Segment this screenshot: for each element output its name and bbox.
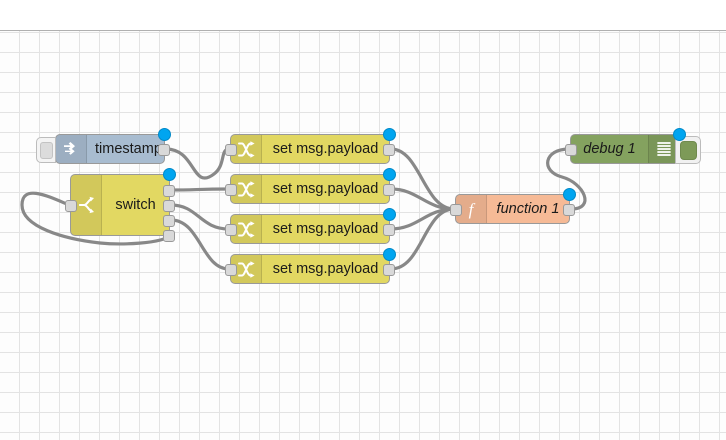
node-change-3[interactable]: set msg.payload [225, 208, 396, 244]
function-input-port[interactable] [450, 204, 462, 216]
change-3-status-dot [383, 208, 396, 221]
change-2-input-port[interactable] [225, 184, 237, 196]
switch-output-port-3[interactable] [163, 215, 175, 227]
function-status-dot [563, 188, 576, 201]
editor-header-bar [0, 0, 726, 31]
change-4-input-port[interactable] [225, 264, 237, 276]
debug-node-label: debug 1 [583, 141, 636, 157]
node-change-1[interactable]: set msg.payload [225, 128, 396, 164]
debug-input-port[interactable] [565, 144, 577, 156]
inject-trigger-button[interactable] [36, 137, 56, 163]
flow-canvas[interactable]: timestamp switch [0, 31, 726, 440]
switch-output-port-4[interactable] [163, 230, 175, 242]
change-3-output-port[interactable] [383, 224, 395, 236]
wire-switch-out1-to-change2 [169, 187, 231, 192]
inject-button-knob [39, 141, 53, 159]
inject-status-dot [158, 128, 171, 141]
change-3-input-port[interactable] [225, 224, 237, 236]
function-node-label: function 1 [496, 201, 560, 217]
wire-switch-out2-to-change3 [169, 203, 231, 231]
switch-node-label: switch [115, 197, 156, 213]
inject-arrow-icon [56, 135, 87, 163]
change-1-output-port[interactable] [383, 144, 395, 156]
switch-output-port-2[interactable] [163, 200, 175, 212]
debug-status-dot [673, 128, 686, 141]
node-inject-timestamp[interactable]: timestamp [36, 128, 171, 164]
change-4-status-dot [383, 248, 396, 261]
wire-change4-to-function [389, 207, 456, 271]
switch-status-dot [163, 168, 176, 181]
svg-text:f: f [469, 200, 476, 219]
node-switch[interactable]: switch [65, 168, 176, 242]
switch-input-port[interactable] [65, 200, 77, 212]
inject-output-port[interactable] [158, 144, 170, 156]
change-1-status-dot [383, 128, 396, 141]
change-1-input-port[interactable] [225, 144, 237, 156]
inject-node-label: timestamp [95, 141, 162, 157]
change-2-status-dot [383, 168, 396, 181]
change-node-label: set msg.payload [272, 181, 379, 197]
change-node-label: set msg.payload [272, 221, 379, 237]
wire-change3-to-function [389, 207, 456, 231]
wire-change1-to-function [389, 147, 456, 211]
node-change-2[interactable]: set msg.payload [225, 168, 396, 204]
change-4-output-port[interactable] [383, 264, 395, 276]
wire-change2-to-function [389, 187, 456, 211]
change-node-label: set msg.payload [272, 261, 379, 277]
node-function-1[interactable]: f function 1 [450, 188, 576, 224]
node-debug-1[interactable]: debug 1 [565, 128, 701, 164]
change-node-label: set msg.payload [272, 141, 379, 157]
node-change-4[interactable]: set msg.payload [225, 248, 396, 284]
function-output-port[interactable] [563, 204, 575, 216]
debug-lines-icon [648, 135, 679, 163]
wire-switch-out3-to-change4 [169, 218, 231, 271]
debug-toggle-knob [679, 140, 697, 160]
change-2-output-port[interactable] [383, 184, 395, 196]
switch-output-port-1[interactable] [163, 185, 175, 197]
